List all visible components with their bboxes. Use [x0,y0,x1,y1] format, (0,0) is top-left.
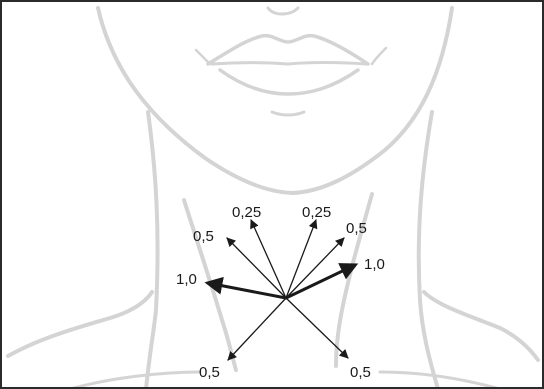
label-upper-left-center: 0,25 [232,204,261,221]
label-lower-right: 0,5 [350,364,371,381]
label-upper-right-outer: 0,5 [346,220,367,237]
lip-line [212,63,366,65]
label-lower-left: 0,5 [199,364,220,381]
label-upper-left-outer: 0,5 [193,228,214,245]
label-mid-left: 1,0 [176,271,197,288]
label-mid-right: 1,0 [364,256,385,273]
label-upper-right-center: 0,25 [302,204,331,221]
